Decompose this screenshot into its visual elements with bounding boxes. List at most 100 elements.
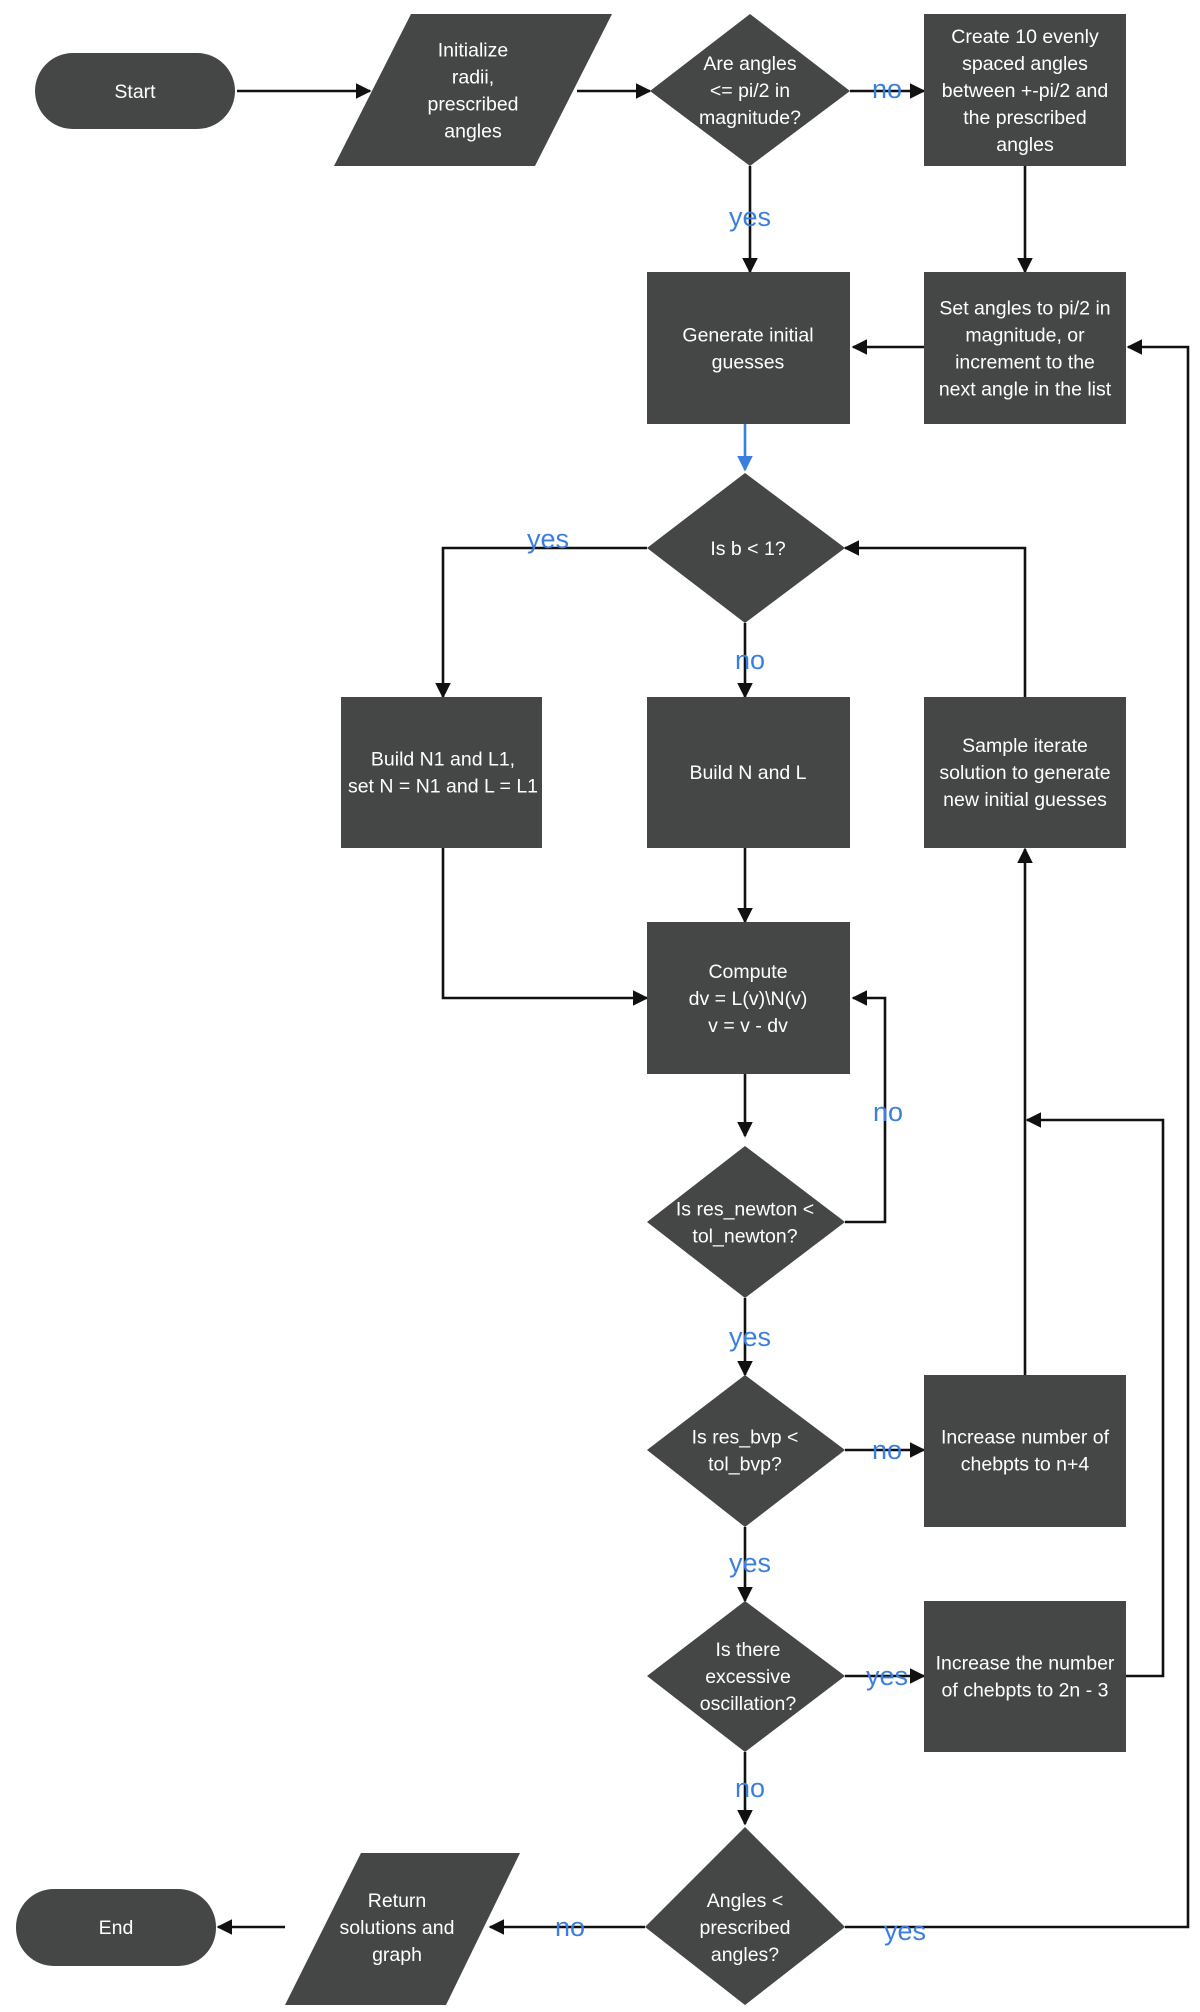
create10-line: angles xyxy=(996,134,1054,156)
label-newton-yes: yes xyxy=(729,1322,771,1352)
gen_guess-line: guesses xyxy=(712,352,785,374)
initialize-io-label: Initialize radii, prescribed angles xyxy=(427,40,518,143)
nodes: Start Initialize radii, prescribed angles A… xyxy=(16,14,1126,2005)
compute-line: v = v - dv xyxy=(708,1015,788,1037)
compute-line: dv = L(v)\N(v) xyxy=(689,988,808,1010)
generate-guesses-process: Generate initial guesses xyxy=(647,272,850,424)
edge-inc-2n-to-sample-trunk xyxy=(1025,1112,1165,1678)
edge-labels: no yes yes no no yes no yes yes no no ye… xyxy=(527,74,926,1946)
label-final-yes: yes xyxy=(884,1916,926,1946)
label-b-no: no xyxy=(735,645,765,675)
initialize-io: Initialize radii, prescribed angles xyxy=(334,14,612,166)
decision-b-less-than-1-label: Is b < 1? xyxy=(710,538,785,560)
decision-angles-prescribed: Angles < prescribed angles? xyxy=(645,1827,845,2005)
d_bvp-line: Is res_bvp < xyxy=(692,1427,799,1449)
sample-line: new initial guesses xyxy=(943,789,1107,811)
create-10-angles-process: Create 10 evenly spaced angles between +-p… xyxy=(924,14,1126,166)
increase-chebpts-2n-process-label: Increase the number of chebpts to 2n - 3 xyxy=(936,1653,1115,1702)
init-line: radii, xyxy=(452,67,494,89)
build_n1-line: set N = N1 and L = L1 xyxy=(348,776,538,798)
d_angles-line: magnitude? xyxy=(699,107,801,129)
label-osc-no: no xyxy=(735,1773,765,1803)
label-osc-yes: yes xyxy=(866,1661,908,1691)
edge-decision-final-yes-to-set-angles xyxy=(845,339,1190,1929)
set_angles-line: increment to the xyxy=(955,352,1095,374)
sample-line: solution to generate xyxy=(939,762,1110,784)
label-newton-no: no xyxy=(873,1097,903,1127)
label-angles-yes: yes xyxy=(729,202,771,232)
start-terminal: Start xyxy=(35,53,235,129)
label-b-yes: yes xyxy=(527,524,569,554)
d_angles-line: <= pi/2 in xyxy=(710,80,790,102)
decision-b-less-than-1: Is b < 1? xyxy=(647,473,845,623)
edge-decision-b-yes-to-build-n1 xyxy=(435,546,647,699)
label-bvp-no: no xyxy=(872,1435,902,1465)
increase-chebpts-2n-process: Increase the number of chebpts to 2n - 3 xyxy=(924,1601,1126,1752)
increase-chebpts-n4-process-label: Increase number of chebpts to n+4 xyxy=(941,1427,1110,1476)
d_angles-line: Are angles xyxy=(703,53,796,75)
edge-sample-to-decision-b xyxy=(843,540,1027,697)
init-line: prescribed xyxy=(427,94,518,116)
decision-angles-magnitude-label: Are angles <= pi/2 in magnitude? xyxy=(699,53,801,129)
decision-res-newton-label: Is res_newton < tol_newton? xyxy=(676,1199,814,1248)
build-n1-l1-process: Build N1 and L1,set N = N1 and L = L1 xyxy=(341,697,542,848)
sample-line: Sample iterate xyxy=(962,735,1088,757)
decision-angles-magnitude: Are angles <= pi/2 in magnitude? xyxy=(650,14,850,166)
d_b-line: Is b < 1? xyxy=(710,538,785,560)
inc_2n-line: Increase the number xyxy=(936,1653,1115,1675)
end-terminal-label: End xyxy=(99,1917,134,1939)
end-line: End xyxy=(99,1917,134,1939)
d_osc-line: oscillation? xyxy=(700,1693,797,1715)
decision-res-bvp: Is res_bvp < tol_bvp? xyxy=(647,1375,845,1527)
create10-line: between +-pi/2 and xyxy=(942,80,1108,102)
label-final-no: no xyxy=(555,1912,585,1942)
decision-angles-prescribed-label: Angles < prescribed angles? xyxy=(699,1890,790,1966)
inc_n4-line: chebpts to n+4 xyxy=(961,1454,1090,1476)
init-line: angles xyxy=(444,121,502,143)
create10-line: the prescribed xyxy=(963,107,1087,129)
set_angles-line: Set angles to pi/2 in xyxy=(939,298,1110,320)
decision-res-newton: Is res_newton < tol_newton? xyxy=(647,1146,845,1298)
label-angles-no: no xyxy=(872,74,902,104)
d_bvp-line: tol_bvp? xyxy=(708,1454,782,1476)
create10-line: Create 10 evenly xyxy=(951,26,1099,48)
create-10-angles-process-label: Create 10 evenly spaced angles between +-p… xyxy=(942,26,1108,156)
generate-guesses-process-label: Generate initial guesses xyxy=(682,325,813,374)
build-n-l-process: Build N and L xyxy=(647,697,850,848)
inc_n4-line: Increase number of xyxy=(941,1427,1110,1449)
d_final-line: angles? xyxy=(711,1944,779,1966)
set_angles-line: next angle in the list xyxy=(939,379,1112,401)
end-terminal: End xyxy=(16,1889,216,1966)
build-n-l-process-label: Build N and L xyxy=(689,762,806,784)
start-line: Start xyxy=(114,81,156,103)
d_osc-line: Is there xyxy=(715,1639,780,1661)
compute-line: Compute xyxy=(708,961,787,983)
init-line: Initialize xyxy=(438,40,508,62)
create10-line: spaced angles xyxy=(962,53,1088,75)
sample-iterate-process-label: Sample iterate solution to generate new in… xyxy=(939,735,1110,811)
start-terminal-label: Start xyxy=(114,81,156,103)
gen_guess-line: Generate initial xyxy=(682,325,813,347)
ret-line: Return xyxy=(368,1890,427,1912)
edge-build-n1-to-compute xyxy=(441,848,649,1006)
inc_2n-line: of chebpts to 2n - 3 xyxy=(942,1680,1109,1702)
edges xyxy=(216,83,1190,1935)
build-n1-l1-process-label: Build N1 and L1,set N = N1 and L = L1 xyxy=(348,749,538,798)
ret-line: graph xyxy=(372,1944,422,1966)
d_newton-line: Is res_newton < xyxy=(676,1199,814,1221)
d_final-line: Angles < xyxy=(707,1890,783,1912)
d_newton-line: tol_newton? xyxy=(692,1226,797,1248)
compute-process: Compute dv = L(v)\N(v) v = v - dv xyxy=(647,922,850,1074)
edge-decision-newton-no-to-compute xyxy=(845,990,887,1224)
build_n-line: Build N and L xyxy=(689,762,806,784)
label-bvp-yes: yes xyxy=(729,1548,771,1578)
compute-process-label: Compute dv = L(v)\N(v) v = v - dv xyxy=(689,961,808,1037)
d_final-line: prescribed xyxy=(699,1917,790,1939)
